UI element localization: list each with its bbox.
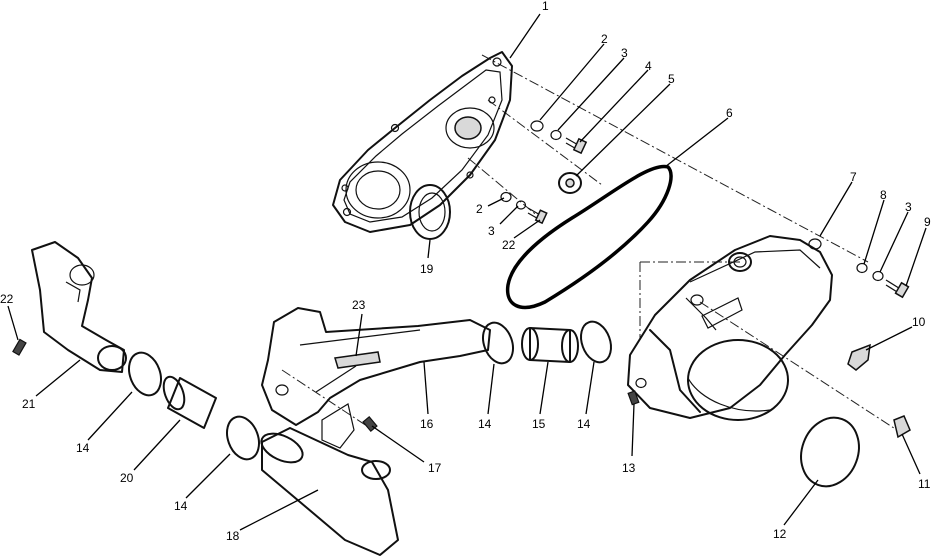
callout-21: 21 xyxy=(22,397,36,411)
callout-1: 1 xyxy=(542,0,549,13)
callout-14: 14 xyxy=(577,417,591,431)
callout-14: 14 xyxy=(478,417,492,431)
callout-3: 3 xyxy=(488,224,495,238)
lower-duct-box xyxy=(260,403,399,556)
callout-2: 2 xyxy=(476,202,483,216)
callout-17: 17 xyxy=(428,461,442,475)
outlet-elbow xyxy=(31,241,127,373)
callout-6: 6 xyxy=(726,106,733,120)
cover-disc xyxy=(800,416,860,488)
callout-9: 9 xyxy=(924,215,931,229)
callout-16: 16 xyxy=(420,417,434,431)
callout-5: 5 xyxy=(668,72,675,86)
callout-18: 18 xyxy=(226,529,240,543)
callout-4: 4 xyxy=(645,59,652,73)
connector-tubes xyxy=(162,327,579,429)
callout-14: 14 xyxy=(76,441,90,455)
callout-8: 8 xyxy=(880,188,887,202)
callout-14: 14 xyxy=(174,499,188,513)
callout-7: 7 xyxy=(850,170,857,184)
callout-3: 3 xyxy=(621,46,628,60)
screw-17 xyxy=(362,415,378,433)
intake-duct xyxy=(261,307,491,426)
callout-13: 13 xyxy=(622,461,636,475)
inner-drive-cover xyxy=(332,51,513,233)
callout-2: 2 xyxy=(601,32,608,46)
drive-seal xyxy=(409,184,451,240)
decals xyxy=(847,343,911,439)
callout-labels: 1 2 3 4 5 6 7 8 3 9 10 11 12 13 14 15 14… xyxy=(0,0,931,543)
callout-10: 10 xyxy=(912,315,926,329)
callout-22: 22 xyxy=(0,292,14,306)
callout-19: 19 xyxy=(420,262,434,276)
callout-22: 22 xyxy=(502,238,516,252)
callout-3: 3 xyxy=(905,200,912,214)
upper-hardware xyxy=(530,120,588,194)
outer-drive-cover xyxy=(627,235,833,421)
callout-11: 11 xyxy=(918,477,931,491)
callout-15: 15 xyxy=(532,417,546,431)
callout-20: 20 xyxy=(120,471,134,485)
screw-left xyxy=(12,338,27,356)
leader-lines xyxy=(7,13,927,531)
lower-hardware xyxy=(500,191,548,225)
drive-belt xyxy=(505,164,673,310)
outer-cover-hardware xyxy=(856,262,910,299)
callout-23: 23 xyxy=(352,298,366,312)
callout-12: 12 xyxy=(773,527,787,541)
hose-clamps xyxy=(128,320,612,461)
